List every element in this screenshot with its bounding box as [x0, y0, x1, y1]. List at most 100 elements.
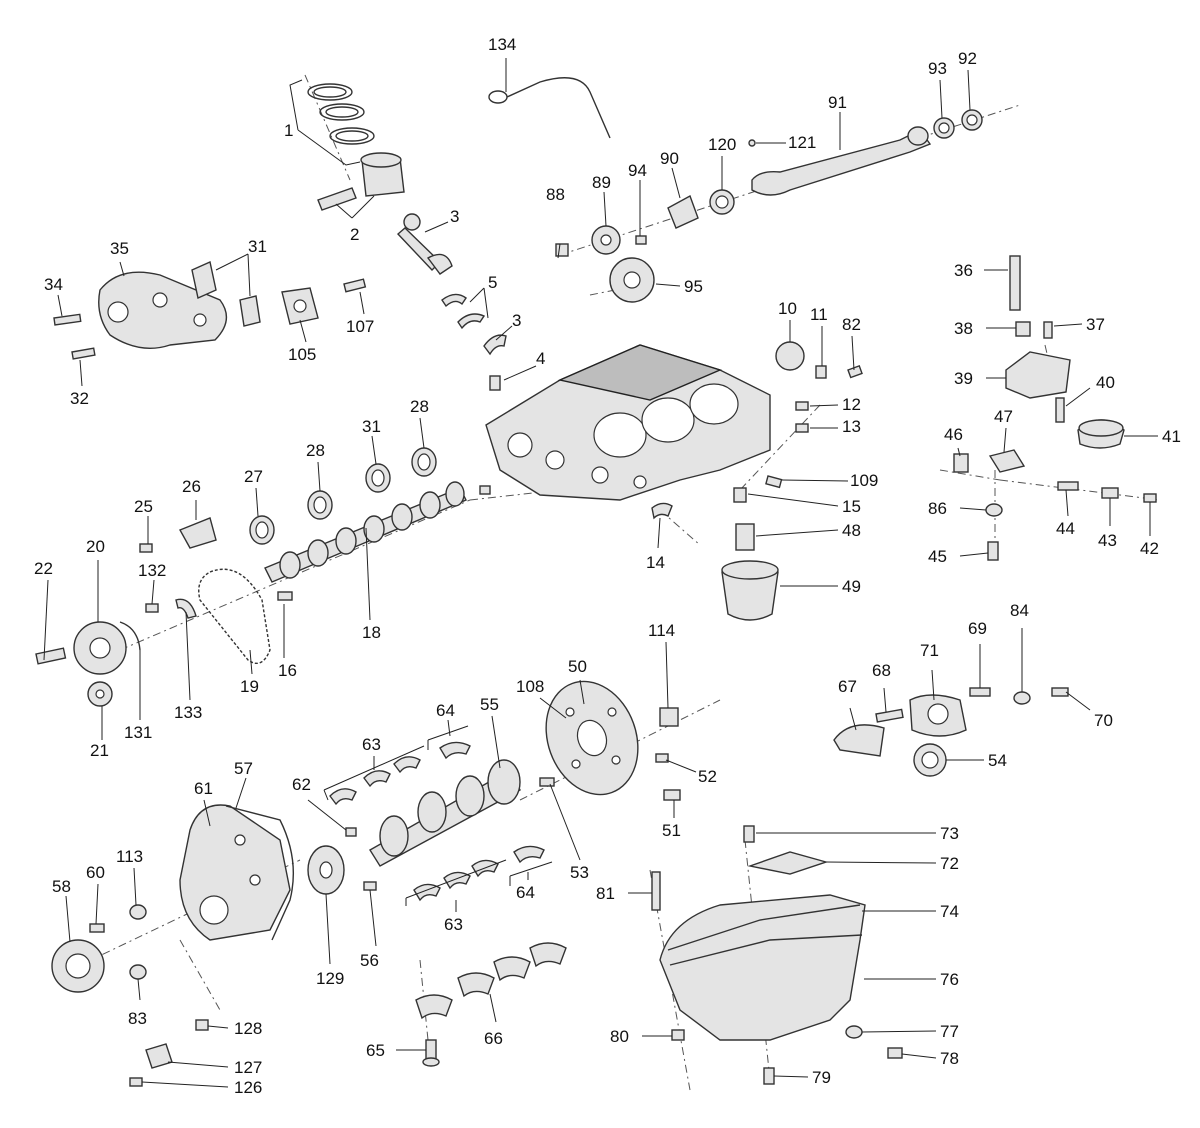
callout-21: 21 — [90, 741, 109, 760]
callout-12: 12 — [842, 395, 861, 414]
callout-35: 35 — [110, 239, 129, 258]
callout-129: 129 — [316, 969, 344, 988]
callout-27: 31 — [362, 417, 381, 436]
callout-16: 16 — [278, 661, 297, 680]
callout-57: 57 — [234, 759, 253, 778]
callout-26: 28 — [306, 441, 325, 460]
callout-18: 18 — [362, 623, 381, 642]
callout-39: 39 — [954, 369, 973, 388]
callout-56: 56 — [360, 951, 379, 970]
callout-50: 50 — [568, 657, 587, 676]
callout-14: 14 — [646, 553, 665, 572]
assembly-axes — [69, 74, 1161, 1091]
oil-pump — [1005, 255, 1125, 449]
oil-filter — [721, 523, 779, 621]
callout-89: 89 — [592, 173, 611, 192]
callout-34: 34 — [44, 275, 63, 294]
callout-2: 2 — [350, 225, 359, 244]
callout-37: 37 — [1086, 315, 1105, 334]
rear-seal-housing — [833, 687, 1069, 777]
callout-38: 38 — [954, 319, 973, 338]
callout-22: 22 — [34, 559, 53, 578]
callout-71: 71 — [920, 641, 939, 660]
callout-94: 94 — [628, 161, 647, 180]
callout-51: 51 — [662, 821, 681, 840]
callout-13: 13 — [842, 417, 861, 436]
callout-4: 4 — [536, 349, 545, 368]
callout-47: 47 — [994, 407, 1013, 426]
main-bearings-lower — [413, 845, 545, 902]
crank-sprocket — [307, 845, 345, 895]
callout-134: 134 — [488, 35, 516, 54]
connecting-rod — [396, 213, 453, 275]
callout-113: 113 — [116, 847, 143, 866]
callout-81: 81 — [596, 884, 615, 903]
callout-73: 73 — [940, 824, 959, 843]
callout-105: 105 — [288, 345, 316, 364]
callout-42: 42 — [1140, 539, 1159, 558]
callout-79: 79 — [812, 1068, 831, 1087]
front-cover — [179, 804, 294, 941]
callout-82: 82 — [842, 315, 861, 334]
callout-74: 74 — [940, 902, 959, 921]
piston — [317, 152, 405, 211]
balance-shaft — [555, 109, 983, 303]
callout-41: 41 — [1162, 427, 1181, 446]
callout-1: 1 — [284, 121, 293, 140]
dipstick — [488, 77, 611, 139]
cam-bearings — [139, 447, 437, 553]
callout-76: 76 — [940, 970, 959, 989]
callout-131: 131 — [124, 723, 152, 742]
callout-55: 55 — [480, 695, 499, 714]
rod-bearings — [441, 293, 507, 391]
callout-68: 68 — [872, 661, 891, 680]
callout-5: 5 — [488, 273, 497, 292]
callout-36: 36 — [954, 261, 973, 280]
callout-64: 64 — [436, 701, 455, 720]
callout-58: 58 — [52, 877, 71, 896]
timing-chain — [198, 568, 293, 664]
callout-107: 107 — [346, 317, 374, 336]
leader-lines — [43, 58, 1158, 1088]
callout-23: 25 — [134, 497, 153, 516]
callout-114: 114 — [648, 621, 675, 640]
callout-43: 43 — [1098, 531, 1117, 550]
callout-84: 84 — [1010, 601, 1029, 620]
callout-80: 80 — [610, 1027, 629, 1046]
callout-90: 90 — [660, 149, 679, 168]
callout-127: 127 — [234, 1058, 262, 1077]
engine-block — [485, 344, 771, 501]
callout-91: 91 — [828, 93, 847, 112]
flywheel — [539, 680, 681, 801]
callout-63: 63 — [362, 735, 381, 754]
callout-83: 83 — [128, 1009, 147, 1028]
callout-120: 120 — [708, 135, 736, 154]
callout-67: 67 — [838, 677, 857, 696]
callout-45: 45 — [928, 547, 947, 566]
callout-92: 92 — [958, 49, 977, 68]
callout-86: 86 — [928, 499, 947, 518]
callout-133: 133 — [174, 703, 202, 722]
callout-132: 132 — [138, 561, 166, 580]
camshaft — [264, 481, 467, 583]
callout-109: 109 — [850, 471, 878, 490]
harmonic-balancer — [51, 904, 209, 1087]
callout-70: 70 — [1094, 711, 1113, 730]
callout-54: 54 — [988, 751, 1007, 770]
callout-28: 28 — [410, 397, 429, 416]
callout-46: 46 — [944, 425, 963, 444]
callout-60: 60 — [86, 863, 105, 882]
oil-pump-drive — [953, 449, 1157, 561]
callout-40: 40 — [1096, 373, 1115, 392]
block-plugs — [479, 341, 863, 520]
callout-121: 121 — [788, 133, 816, 152]
callout-69: 69 — [968, 619, 987, 638]
main-bearings-upper — [329, 741, 471, 806]
callout-53: 53 — [570, 863, 589, 882]
callout-93: 93 — [928, 59, 947, 78]
callout-48: 48 — [842, 521, 861, 540]
callout-49: 49 — [842, 577, 861, 596]
callout-95: 95 — [684, 277, 703, 296]
cam-sprocket — [35, 598, 197, 707]
callout-20: 20 — [86, 537, 105, 556]
